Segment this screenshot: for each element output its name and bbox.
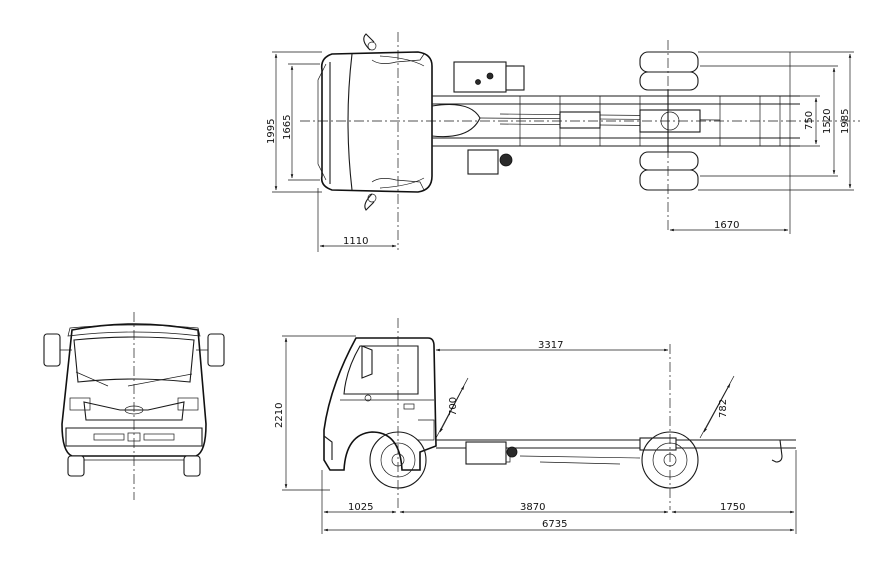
front-view-cab [61,323,207,457]
front-view-bumper [65,427,203,447]
dimension-1665-label: 1665 [282,115,293,140]
dimension-1750-label: 1750 [720,502,745,513]
dimension-1025-label: 1025 [348,502,373,513]
dimension-2210-label: 2210 [274,403,285,428]
dimension-3317-label: 3317 [538,340,563,351]
front-view-grille [83,401,185,421]
top-view-rear-wheels [639,51,699,191]
side-view-fuel-tank [465,441,507,465]
battery-box [467,149,499,175]
side-view-cab [323,337,437,471]
dimension-1665: 1665 [282,63,320,181]
front-view-windshield [73,336,195,383]
dimension-3317: 3317 [435,340,669,352]
front-left-tire [67,455,85,477]
dimension-782: 782 [699,375,735,439]
dimension-750-label: 750 [804,111,815,130]
right-mirror [207,333,225,367]
dimension-700-label: 700 [448,397,459,416]
side-view-window [343,345,419,395]
dimension-750: 750 [800,95,820,147]
dimension-3870-label: 3870 [520,502,545,513]
dimension-1995: 1995 [266,51,322,193]
dimension-1985: 1985 [698,51,854,191]
dimension-1670-label: 1670 [714,220,739,231]
left-mirror [43,333,61,367]
dimension-6735-label: 6735 [542,519,567,530]
dimension-1985-label: 1985 [840,109,851,134]
dimension-1520-label: 1520 [822,109,833,134]
dimension-chain-bottom: 1025 3870 1750 6735 [321,450,797,534]
top-view-frame [431,61,800,175]
top-view-cab [317,33,433,211]
fuel-tank [453,61,507,93]
front-view [43,312,225,500]
dimension-1520: 1520 [700,65,838,177]
dimension-1110-label: 1110 [343,236,368,247]
top-view: 1995 1665 1110 1670 750 1 [266,32,860,252]
dimension-1995-label: 1995 [266,119,277,144]
dimension-1670: 1670 [669,52,791,234]
front-right-tire [183,455,201,477]
side-view: 2210 3317 700 782 1025 3870 1750 [274,318,797,534]
dimension-1110: 1110 [317,188,397,252]
dimension-700: 700 [435,377,469,439]
side-view-frame [436,437,796,465]
dimension-782-label: 782 [718,399,729,418]
